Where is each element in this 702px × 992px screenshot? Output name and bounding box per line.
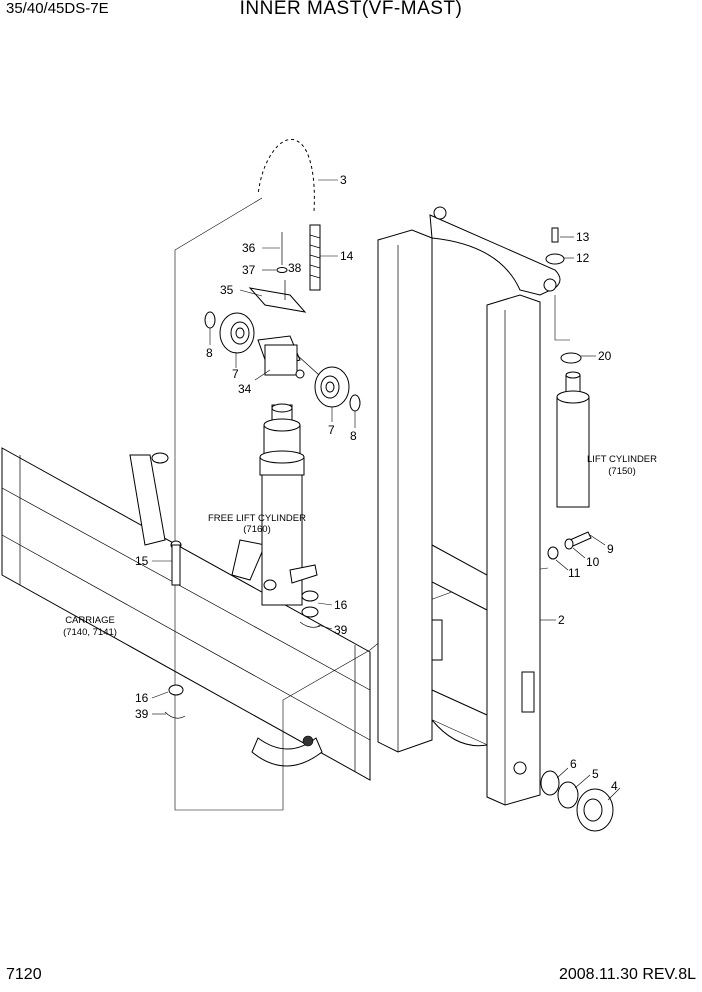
callout-2: 2 [558,613,565,627]
callout-10: 10 [586,555,600,569]
carriage-drawing [1,447,371,781]
revision-date: 2008.11.30 REV.8L [558,966,696,983]
callout-11: 11 [568,566,581,580]
callout-9: 9 [607,542,614,556]
callout-7-right: 7 [328,423,335,437]
callout-4: 4 [611,779,618,793]
carriage-label: CARRIAGE [65,615,115,626]
hardware-drawing [164,227,614,832]
free-lift-cylinder-label: FREE LIFT CYLINDER [208,513,306,524]
callout-16-lower: 16 [135,691,149,705]
free-lift-cylinder-ref: (7160) [243,524,270,535]
callout-numbers: 3 14 36 37 38 35 8 7 34 7 8 13 12 20 9 1… [135,173,618,793]
lift-cylinder-label: LIFT CYLINDER [587,454,657,465]
callout-36: 36 [242,241,256,255]
callout-34: 34 [238,382,252,396]
callout-12: 12 [576,251,590,265]
callout-35: 35 [220,283,234,297]
roller-assembly-drawing [204,311,361,412]
callout-20: 20 [598,349,612,363]
free-lift-cylinder-drawing [259,403,318,606]
callout-37: 37 [242,263,256,277]
lift-cylinder-drawing [556,352,590,508]
callout-8-right: 8 [350,429,357,443]
callout-39-upper: 39 [334,623,348,637]
callout-8-left: 8 [206,346,213,360]
page-title: INNER MAST(VF-MAST) [239,0,463,19]
callout-13: 13 [576,230,590,244]
carriage-ref: (7140, 7141) [63,627,117,638]
callout-3: 3 [340,173,347,187]
inner-mast-drawing [377,206,561,806]
callout-7-left: 7 [232,367,239,381]
page-number: 7120 [6,966,42,983]
model-code: 35/40/45DS-7E [6,0,109,17]
callout-5: 5 [592,767,599,781]
callout-14: 14 [340,249,354,263]
lift-cylinder-ref: (7150) [608,466,635,477]
callout-16-upper: 16 [334,598,348,612]
chain-assembly-drawing [248,137,321,313]
callout-leaders [151,179,621,801]
assembly-labels: LIFT CYLINDER (7150) FREE LIFT CYLINDER … [63,454,657,638]
callout-6: 6 [570,757,577,771]
callout-39-lower: 39 [135,707,149,721]
callout-38: 38 [288,261,302,275]
callout-15: 15 [135,554,149,568]
